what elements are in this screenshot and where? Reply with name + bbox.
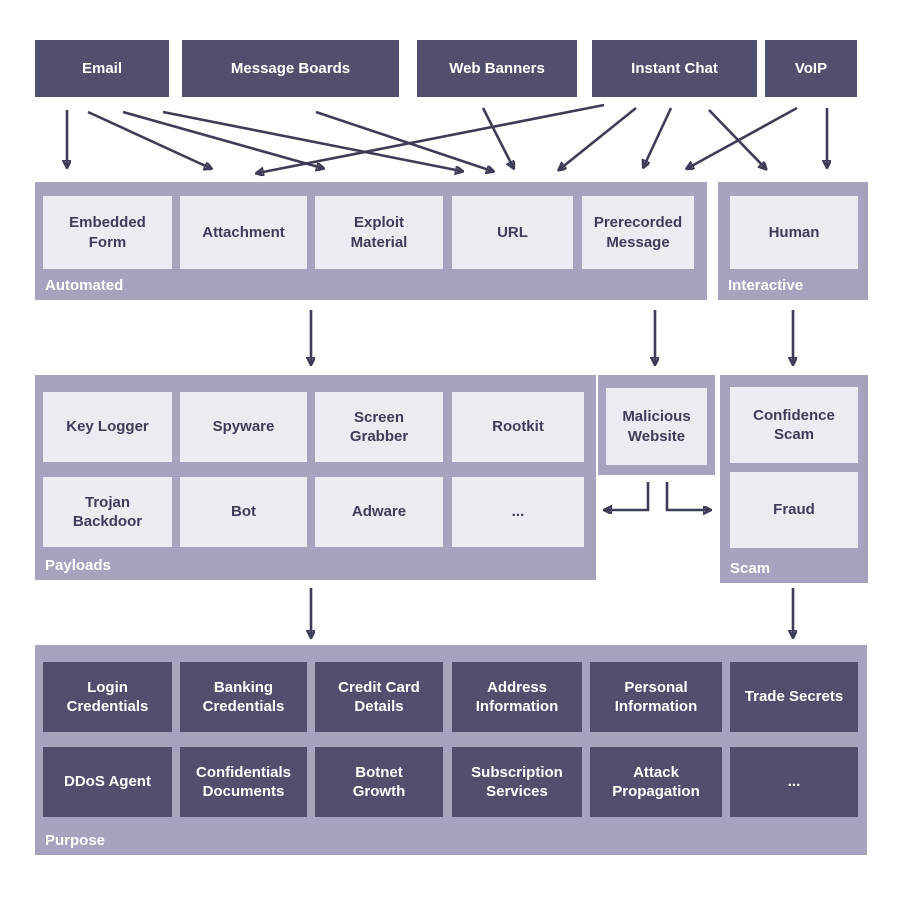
arrow-voip-to-prerecorded-message (688, 106, 798, 168)
channel-instant-chat-label: Instant Chat (631, 60, 718, 77)
node-credit-card-details: Credit Card Details (315, 662, 443, 732)
node-rootkit: Rootkit (452, 392, 584, 462)
node-spyware: Spyware (180, 392, 307, 462)
node-address-information: Address Information (452, 662, 582, 732)
group-automated: Embedded Form Attachment Exploit Materia… (35, 182, 707, 300)
channel-instant-chat: Instant Chat (592, 40, 757, 97)
arrow-email-to-attachment (87, 110, 210, 168)
arrow-instant-chat-to-url (560, 106, 637, 169)
channel-web-banners: Web Banners (417, 40, 577, 97)
node-bot: Bot (180, 477, 307, 547)
node-prerecorded-message: Prerecorded Message (582, 196, 694, 269)
node-url: URL (452, 196, 573, 269)
group-purpose: Login Credentials Banking Credentials Cr… (35, 645, 867, 855)
group-payloads: Key Logger Spyware Screen Grabber Rootki… (35, 375, 596, 580)
channel-email: Email (35, 40, 169, 97)
group-automated-label: Automated (45, 277, 124, 294)
arrow-instant-chat-to-attachment (258, 103, 605, 173)
group-interactive-label: Interactive (728, 277, 804, 294)
node-confidence-scam: Confidence Scam (730, 387, 858, 463)
arrow-malicious-website-to-payloads (606, 482, 650, 510)
channel-email-label: Email (81, 60, 123, 77)
group-purpose-label: Purpose (45, 832, 106, 849)
node-personal-information: Personal Information (590, 662, 722, 732)
node-trade-secrets: Trade Secrets (730, 662, 858, 732)
node-login-credentials: Login Credentials (43, 662, 172, 732)
node-attack-propagation: Attack Propagation (590, 747, 722, 817)
node-malicious-website: Malicious Website (606, 388, 707, 465)
arrow-instant-chat-to-human (708, 109, 765, 168)
arrow-web-banners-to-url (481, 107, 513, 167)
arrow-email-to-exploit-material (122, 110, 322, 168)
group-scam: Confidence Scam Fraud Scam (720, 375, 868, 583)
group-payloads-label: Payloads (45, 557, 111, 574)
node-banking-credentials: Banking Credentials (180, 662, 307, 732)
channel-message-boards-label: Message Boards (230, 60, 351, 77)
node-embedded-form: Embedded Form (43, 196, 172, 269)
node-payloads-ellipsis: ... (452, 477, 584, 547)
node-adware: Adware (315, 477, 443, 547)
node-ddos-agent: DDoS Agent (43, 747, 172, 817)
node-attachment: Attachment (180, 196, 307, 269)
node-exploit-material: Exploit Material (315, 196, 443, 269)
channel-voip: VoIP (765, 40, 857, 97)
node-botnet-growth: Botnet Growth (315, 747, 443, 817)
arrow-email-to-url (162, 110, 461, 171)
group-malicious-website: Malicious Website (598, 375, 715, 475)
group-interactive: Human Interactive (718, 182, 868, 300)
node-key-logger: Key Logger (43, 392, 172, 462)
node-confidentials-documents: Confidentials Documents (180, 747, 307, 817)
node-purpose-ellipsis: ... (730, 747, 858, 817)
node-fraud: Fraud (730, 472, 858, 548)
channel-voip-label: VoIP (794, 60, 828, 77)
arrow-instant-chat-to-prerecorded-message (644, 107, 673, 166)
arrow-message-boards-to-url (315, 110, 492, 171)
node-screen-grabber: Screen Grabber (315, 392, 443, 462)
channel-web-banners-label: Web Banners (449, 60, 545, 77)
node-subscription-services: Subscription Services (452, 747, 582, 817)
channel-message-boards: Message Boards (182, 40, 399, 97)
node-trojan-backdoor: Trojan Backdoor (43, 477, 172, 547)
group-scam-label: Scam (730, 560, 771, 577)
arrow-malicious-website-to-scam (665, 482, 709, 510)
node-human: Human (730, 196, 858, 269)
